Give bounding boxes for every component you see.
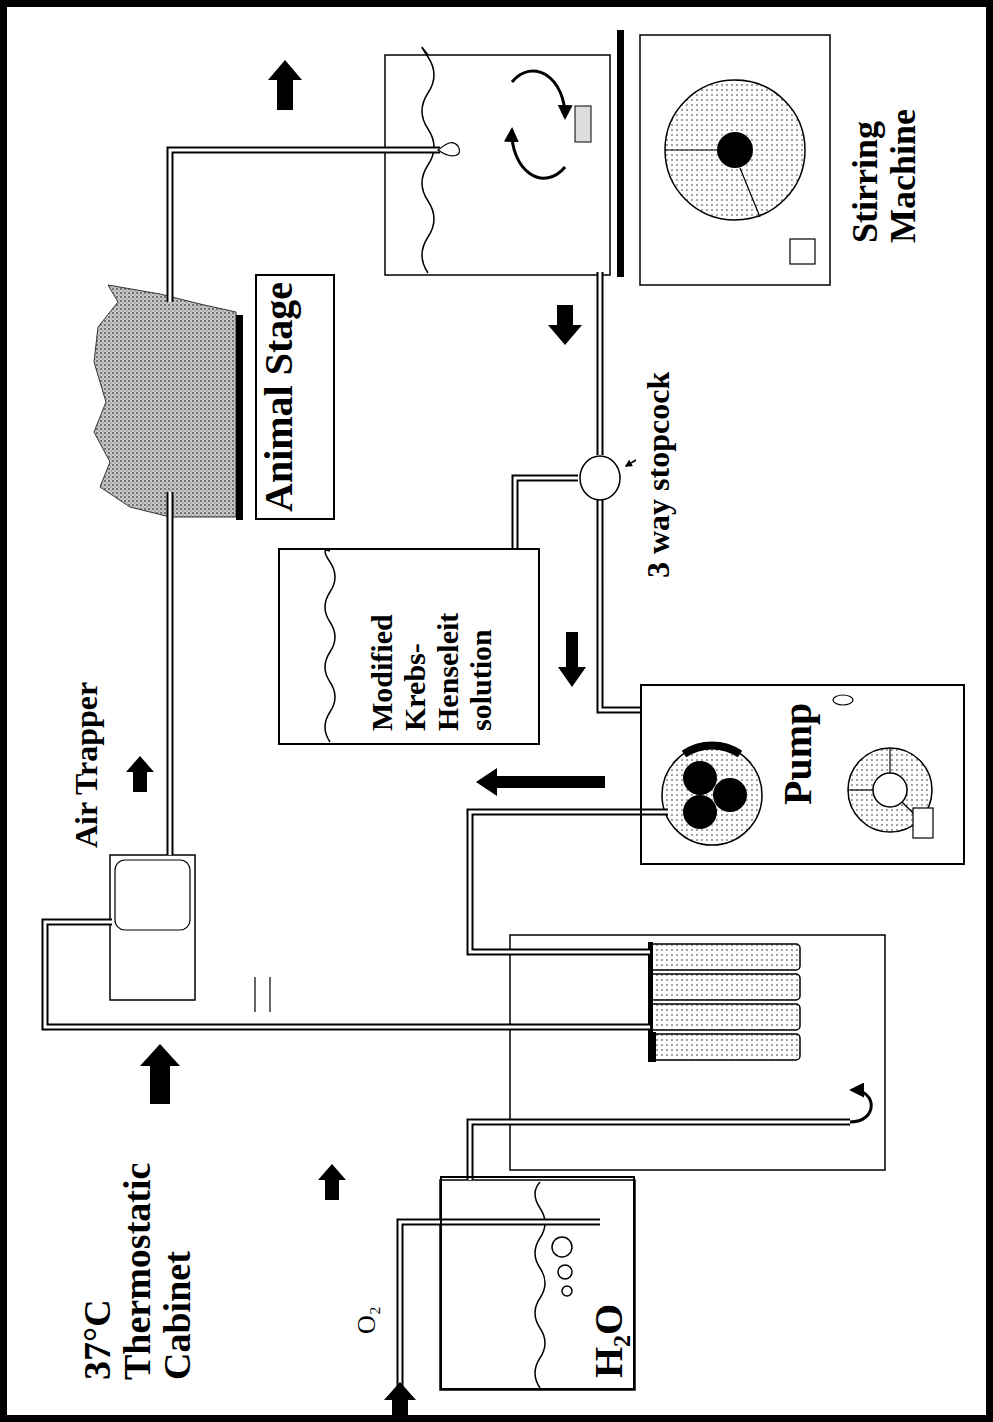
tube-connector <box>515 478 578 548</box>
apparatus-box: Stirring Machine <box>640 27 940 285</box>
node-label: Air Trapper <box>70 658 104 848</box>
tube-bore <box>515 478 578 548</box>
apparatus-box: Animal Stage <box>255 274 335 520</box>
tube-wall <box>515 478 578 548</box>
tube-bore <box>600 580 640 710</box>
gas-label-holder: O₂ <box>352 1306 382 1334</box>
stirring-machine-body <box>640 35 830 285</box>
oxygenator-box <box>510 935 885 1170</box>
node-label: Pump <box>777 686 819 805</box>
krebs-solution-water <box>325 550 335 742</box>
node-label: H₂O <box>588 1178 630 1378</box>
node-label: Modified Krebs-Henseleit solution <box>365 566 497 731</box>
stopcock-symbol <box>580 456 636 500</box>
node-label: 37°C Thermostatic Cabinet <box>78 1110 198 1380</box>
node-label: Stirring Machine <box>847 33 923 243</box>
gas-lines <box>255 977 270 1012</box>
flow-arrow <box>126 60 605 1422</box>
apparatus-box: 3 way stopcock <box>578 328 688 580</box>
gas-label: O₂ <box>352 1306 382 1334</box>
animal <box>94 285 243 520</box>
apparatus-box: Pump <box>640 684 965 865</box>
apparatus-box: Modified Krebs-Henseleit solution <box>278 548 540 745</box>
tube-wall <box>600 580 640 710</box>
air-trapper-body <box>110 855 195 1000</box>
node-label: Animal Stage <box>259 282 299 512</box>
tubing <box>45 143 850 1422</box>
tube-connector <box>600 580 640 710</box>
apparatus-box: H₂O <box>440 1176 635 1390</box>
node-label: 3 way stopcock <box>642 330 676 578</box>
apparatus-box: Air Trapper <box>68 656 195 1000</box>
